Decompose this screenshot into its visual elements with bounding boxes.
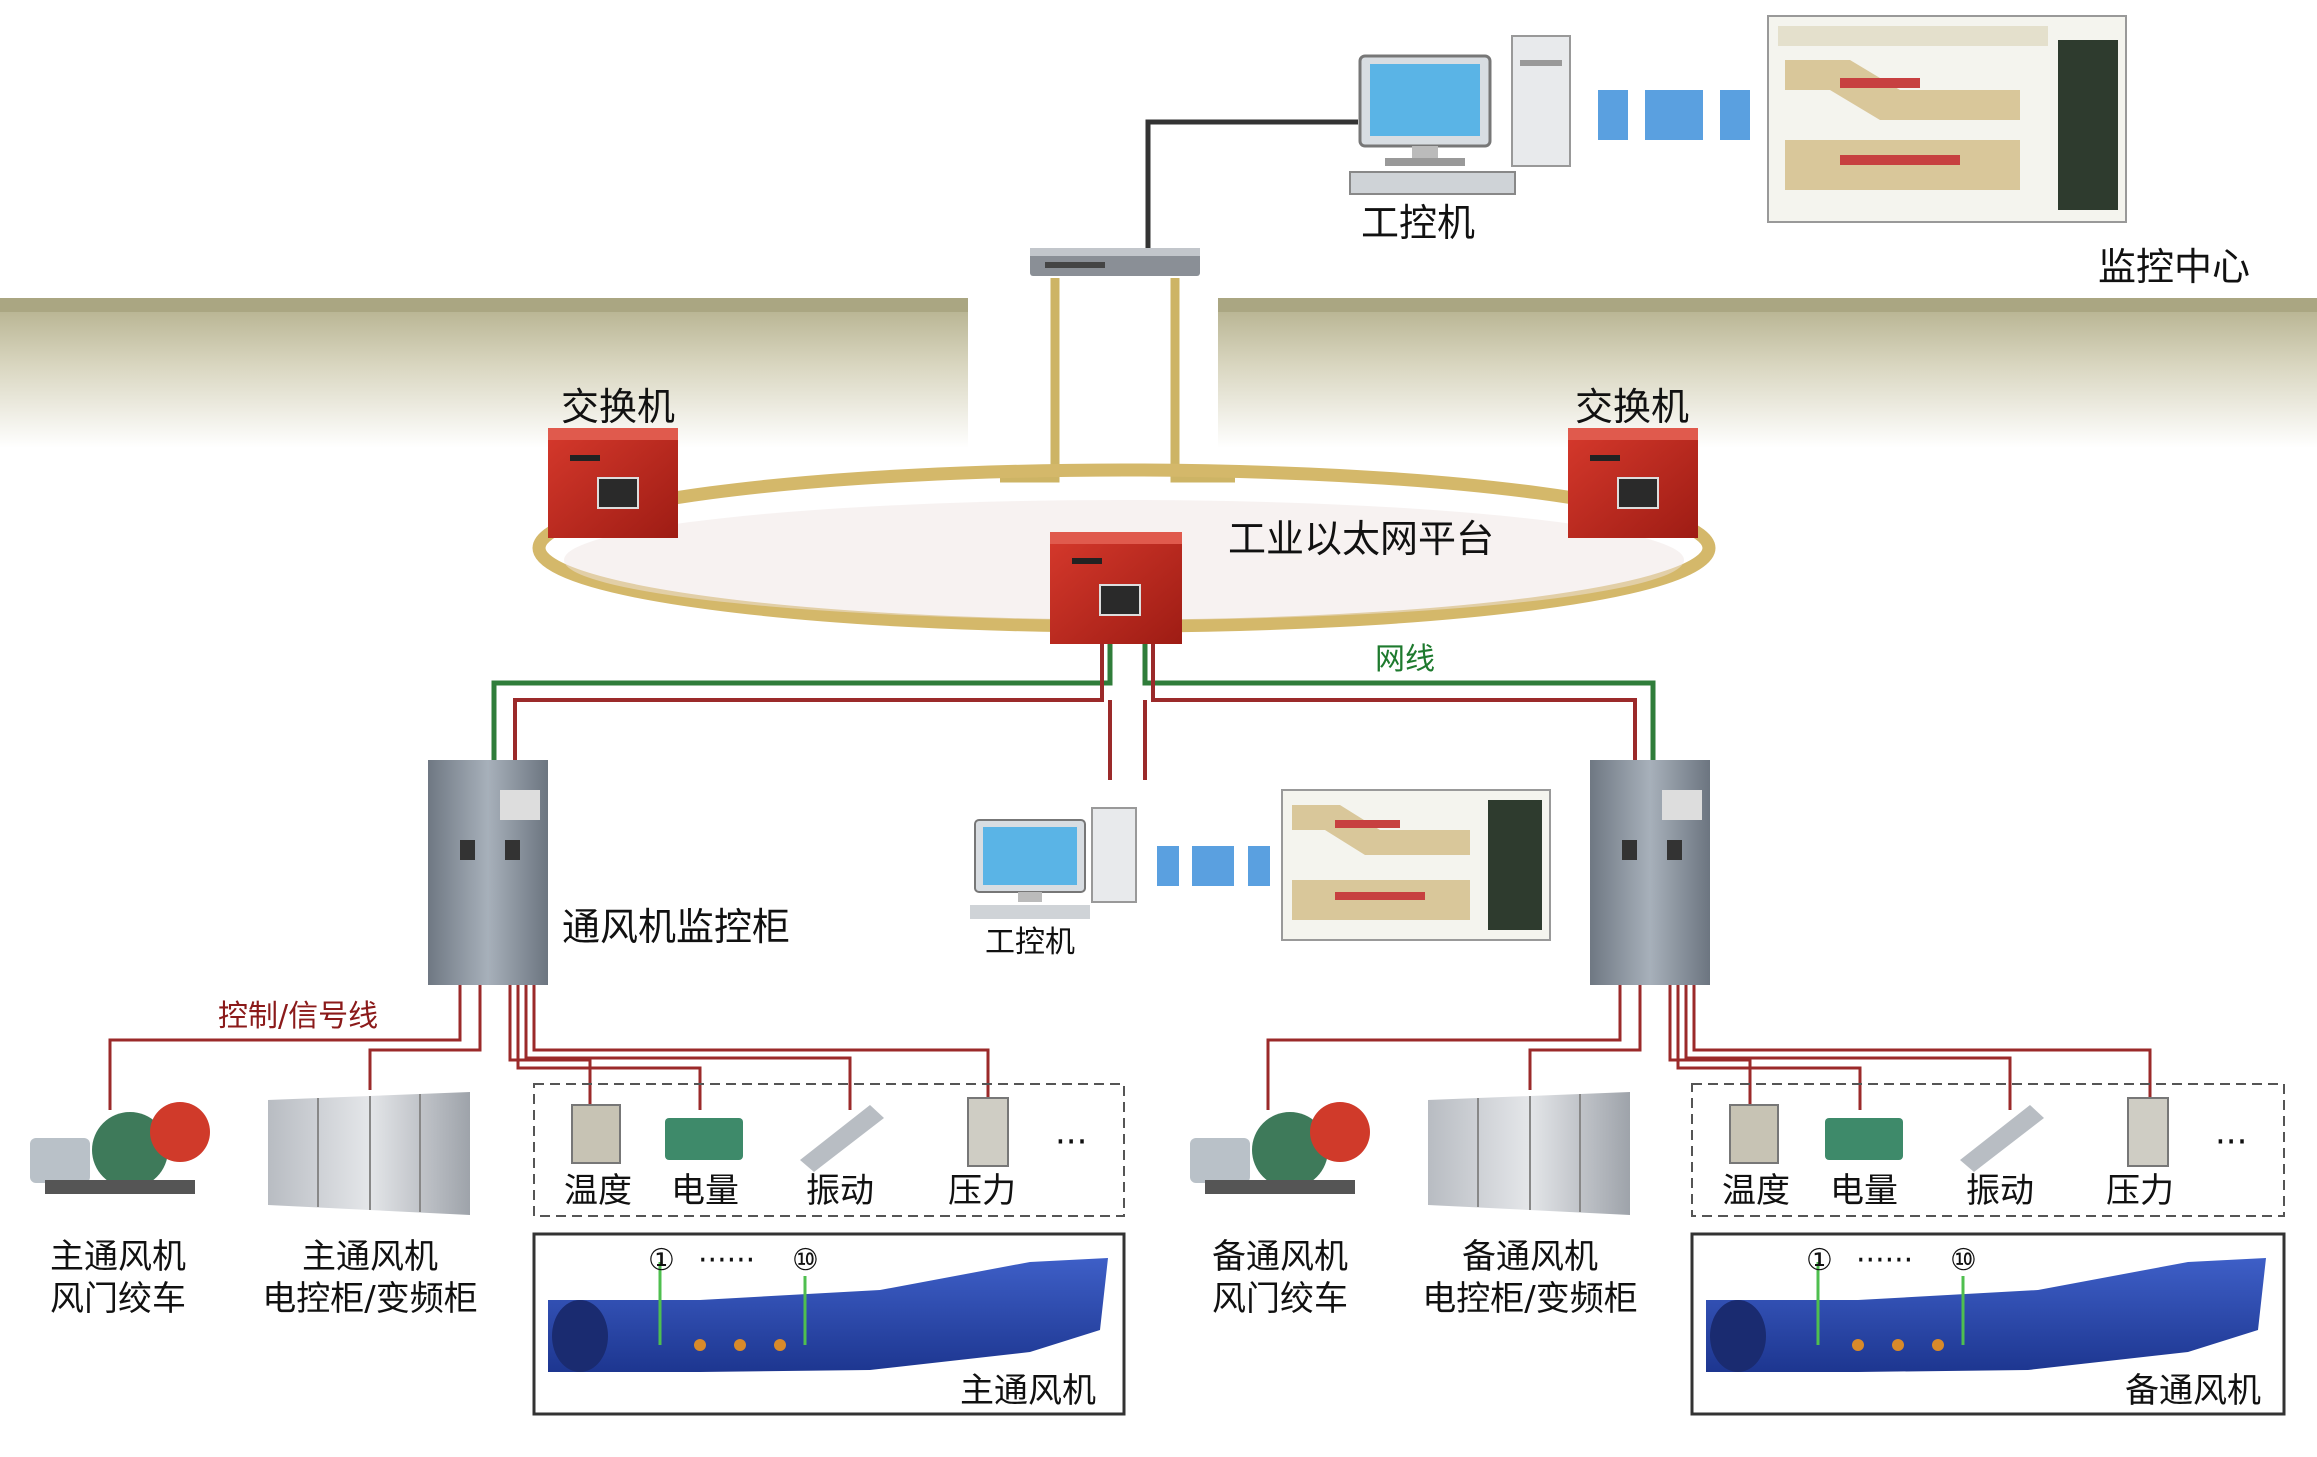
vibration-sensor-icon <box>800 1105 884 1172</box>
mid-monitor-screen-icon <box>1281 789 1551 941</box>
backup-fan-label: 备通风机 <box>2125 1371 2261 1411</box>
sensor-label-temperature: 温度 <box>1722 1171 1790 1211</box>
sensor-label-pressure: 压力 <box>2106 1171 2174 1211</box>
ethernet-platform-label: 工业以太网平台 <box>1228 517 1495 561</box>
fan-marker-tenth: ⑩ <box>792 1243 819 1278</box>
mid-link-dashes <box>1157 846 1270 886</box>
backup-winch-label: 备通风机 风门绞车 <box>1212 1240 1348 1316</box>
main-cabinet-label-line1: 主通风机 <box>302 1237 438 1277</box>
main-fan-label: 主通风机 <box>960 1371 1096 1411</box>
backup-winch-label-line1: 备通风机 <box>1212 1237 1348 1277</box>
control-wires-left <box>108 985 990 1110</box>
backup-cabinet-label-line1: 备通风机 <box>1462 1237 1598 1277</box>
temperature-sensor-icon <box>571 1104 621 1164</box>
main-elec-cabinet-icon <box>268 1092 470 1215</box>
main-fan-icon <box>548 1258 1108 1372</box>
top-ipc-label: 工控机 <box>1360 201 1476 245</box>
fan-marker-dots: ······ <box>698 1243 756 1278</box>
control-wires-right <box>1266 985 2152 1110</box>
main-fan-box <box>532 1232 1126 1416</box>
left-cabinet-icon <box>428 760 548 985</box>
backup-winch-label-line2: 风门绞车 <box>1212 1279 1348 1319</box>
ground-band <box>0 298 2317 448</box>
switch-left-label: 交换机 <box>560 385 676 429</box>
control-signal-line-label: 控制/信号线 <box>218 999 379 1034</box>
network-switch-icon <box>1030 248 1200 276</box>
sensor-label-temperature: 温度 <box>564 1171 632 1211</box>
red-switch-center-icon <box>1050 532 1182 644</box>
sensor-ellipsis: ··· <box>1055 1122 1088 1162</box>
backup-elec-cabinet-icon <box>1428 1092 1630 1215</box>
network-cables <box>491 644 1656 766</box>
main-winch-label: 主通风机 风门绞车 <box>50 1240 186 1316</box>
sensor-box-right <box>1691 1083 2285 1217</box>
main-cabinet-label: 主通风机 电控柜/变频柜 <box>262 1240 477 1316</box>
backup-winch-icon <box>1190 1102 1370 1194</box>
fan-marker-first: ① <box>1806 1243 1833 1278</box>
backup-fan-icon <box>1706 1258 2266 1372</box>
pressure-sensor-icon <box>2127 1097 2169 1167</box>
red-switch-left-icon <box>548 428 678 538</box>
top-monitor-screen-icon <box>1767 15 2127 223</box>
sensor-ellipsis: ··· <box>2215 1122 2248 1162</box>
network-cable-label: 网线 <box>1375 642 1435 677</box>
sensor-box-left <box>533 1083 1125 1217</box>
mid-ipc-label: 工控机 <box>985 925 1075 960</box>
power-sensor-icon <box>665 1118 743 1160</box>
temperature-sensor-icon <box>1729 1104 1779 1164</box>
power-sensor-icon <box>1825 1118 1903 1160</box>
top-cable <box>1145 119 1358 270</box>
backup-fan-box <box>1690 1232 2286 1416</box>
pressure-sensor-icon <box>967 1097 1009 1167</box>
monitor-center-label: 监控中心 <box>2098 245 2251 289</box>
switch-right-label: 交换机 <box>1574 385 1690 429</box>
ring-feed-left <box>1000 278 1060 483</box>
vibration-sensor-icon <box>1960 1105 2044 1172</box>
fan-marker-dots: ······ <box>1856 1243 1914 1278</box>
backup-cabinet-label: 备通风机 电控柜/变频柜 <box>1422 1240 1637 1316</box>
top-link-dashes <box>1598 90 1750 140</box>
mid-ipc-icon <box>970 807 1137 919</box>
sensor-label-power: 电量 <box>671 1171 739 1211</box>
top-ipc-icon <box>1349 35 1571 195</box>
sensor-label-vibration: 振动 <box>1966 1171 2034 1211</box>
right-cabinet-icon <box>1590 760 1710 985</box>
main-winch-label-line2: 风门绞车 <box>50 1279 186 1319</box>
ring-feed-right <box>1170 278 1235 483</box>
backup-cabinet-label-line2: 电控柜/变频柜 <box>1422 1279 1638 1319</box>
sensor-label-vibration: 振动 <box>806 1171 874 1211</box>
main-winch-icon <box>30 1102 210 1194</box>
network-cables-red <box>513 644 1637 780</box>
fan-marker-first: ① <box>648 1243 675 1278</box>
red-switch-right-icon <box>1568 428 1698 538</box>
sensor-label-power: 电量 <box>1830 1171 1898 1211</box>
main-winch-label-line1: 主通风机 <box>50 1237 186 1277</box>
fan-cabinet-label: 通风机监控柜 <box>562 905 791 949</box>
sensor-label-pressure: 压力 <box>948 1171 1016 1211</box>
fan-marker-tenth: ⑩ <box>1950 1243 1977 1278</box>
main-cabinet-label-line2: 电控柜/变频柜 <box>262 1279 478 1319</box>
